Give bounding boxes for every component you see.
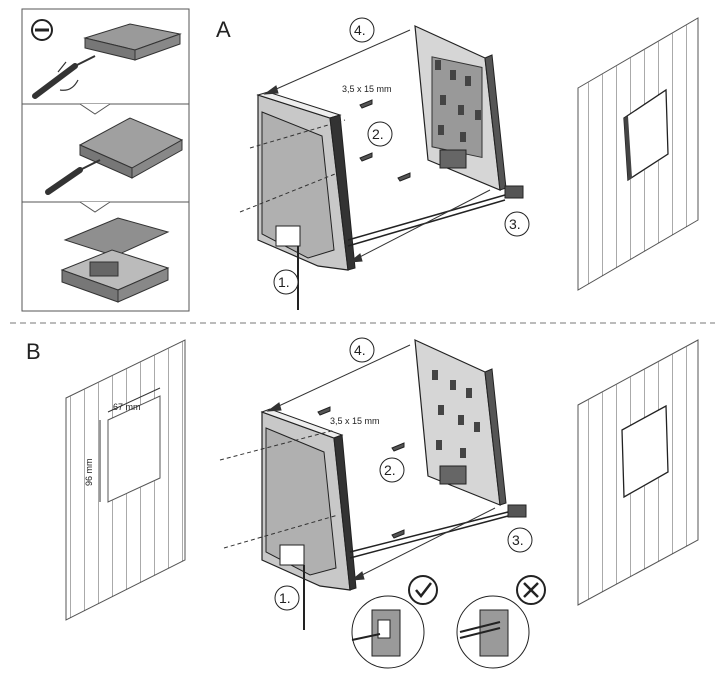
section-b-label: B xyxy=(26,339,41,364)
cross-circle-icon xyxy=(516,575,546,605)
svg-text:3.: 3. xyxy=(509,216,521,232)
flat-screwdriver-icon xyxy=(31,19,53,41)
svg-text:1.: 1. xyxy=(279,590,291,606)
step-remove-cover xyxy=(60,217,170,303)
section-a-label: A xyxy=(216,17,231,42)
opening-steps-panel xyxy=(21,8,190,312)
svg-text:4.: 4. xyxy=(354,22,366,38)
svg-text:1.: 1. xyxy=(278,274,290,290)
cutout-width-label: 67 mm xyxy=(113,402,141,412)
section-b-step-3: 3. xyxy=(507,527,533,553)
section-a-step-3: 3. xyxy=(504,211,530,237)
section-a-guide-lines xyxy=(239,29,491,263)
section-a-screws xyxy=(359,99,411,182)
correct-detail xyxy=(351,575,438,669)
svg-text:2.: 2. xyxy=(384,462,396,478)
section-a-controller-front xyxy=(256,91,356,310)
check-circle-icon xyxy=(408,575,438,605)
section-b-step-2: 2. xyxy=(379,457,405,483)
section-b-wall-cutout: 67 mm 96 mm xyxy=(65,339,186,621)
svg-text:2.: 2. xyxy=(372,126,384,142)
section-a-step-2: 2. xyxy=(367,121,393,147)
svg-text:4.: 4. xyxy=(354,342,366,358)
section-a-wall-mounted xyxy=(577,17,699,291)
section-a-connector xyxy=(347,185,524,247)
cutout-height-label: 96 mm xyxy=(84,458,94,486)
section-b-back-plate xyxy=(414,339,507,506)
section-b-screw-spec: 3,5 x 15 mm xyxy=(330,416,380,426)
section-a-back-plate xyxy=(414,25,507,191)
section-a-step-4: 4. xyxy=(349,17,375,43)
section-a-screw-spec: 3,5 x 15 mm xyxy=(342,84,392,94)
section-b-screws xyxy=(317,406,405,539)
step-pry-cover xyxy=(32,23,182,99)
section-b-controller-front xyxy=(260,408,357,630)
section-a-step-1: 1. xyxy=(273,269,299,295)
section-b-step-4: 4. xyxy=(349,337,375,363)
section-b-wall-mounted xyxy=(577,339,699,606)
section-b-step-1: 1. xyxy=(274,585,300,611)
section-b-connector xyxy=(349,504,527,559)
section-b-guide-lines xyxy=(219,344,496,581)
svg-text:3.: 3. xyxy=(512,532,524,548)
step-lift-cover xyxy=(45,117,184,195)
incorrect-detail xyxy=(456,575,546,669)
